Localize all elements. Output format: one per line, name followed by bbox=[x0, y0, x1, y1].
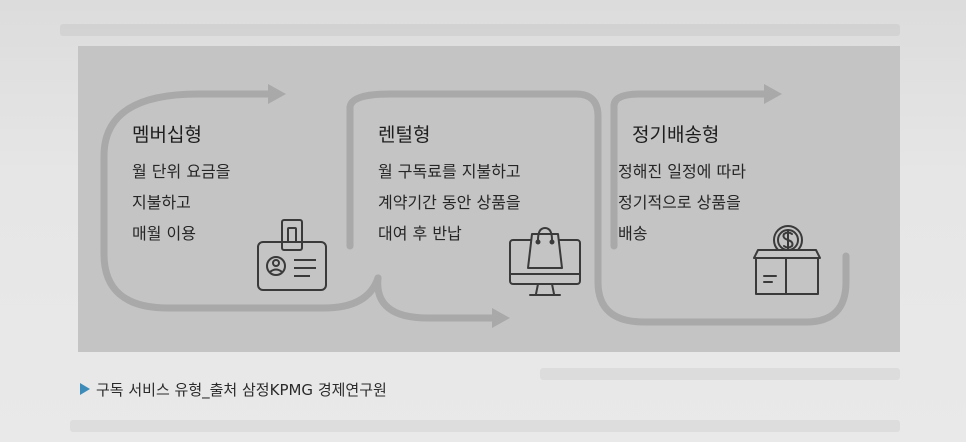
figure-caption: 구독 서비스 유형_출처 삼정KPMG 경제연구원 bbox=[80, 376, 387, 402]
stage-description-line: 월 단위 요금을 bbox=[132, 162, 231, 181]
bleed-through-line bbox=[540, 368, 900, 380]
stage-title: 멤버십형 bbox=[132, 124, 202, 146]
stage-description-line: 매월 이용 bbox=[132, 224, 196, 243]
stage-description-line: 지불하고 bbox=[132, 193, 191, 212]
subscription-types-diagram: 멤버십형 월 단위 요금을 지불하고 매월 이용 렌털형 bbox=[78, 46, 900, 352]
caption-triangle-icon bbox=[80, 383, 90, 395]
box-with-coin-icon bbox=[753, 225, 821, 295]
stage-title: 렌털형 bbox=[378, 124, 431, 146]
stage-rental: 렌털형 월 구독료를 지불하고 계약기간 동안 상품을 대여 후 반납 bbox=[78, 46, 900, 352]
stage-description: 정해진 일정에 따라 정기적으로 상품을 배송 bbox=[618, 156, 746, 249]
stage-description: 월 단위 요금을 지불하고 매월 이용 bbox=[132, 156, 231, 249]
stage-regular-delivery: 정기배송형 정해진 일정에 따라 정기적으로 상품을 배송 bbox=[78, 46, 900, 352]
stage-description: 월 구독료를 지불하고 계약기간 동안 상품을 대여 후 반납 bbox=[378, 156, 521, 249]
stage-description-line: 배송 bbox=[618, 224, 648, 243]
stage-description-line: 정기적으로 상품을 bbox=[618, 193, 741, 212]
stage-description-line: 월 구독료를 지불하고 bbox=[378, 162, 521, 181]
stage-description-line: 정해진 일정에 따라 bbox=[618, 162, 746, 181]
flow-path bbox=[100, 84, 850, 328]
stage-membership: 멤버십형 월 단위 요금을 지불하고 매월 이용 bbox=[78, 46, 900, 352]
stage-description-line: 대여 후 반납 bbox=[378, 224, 462, 243]
bleed-through-line bbox=[60, 24, 900, 36]
stage-description-line: 계약기간 동안 상품을 bbox=[378, 193, 521, 212]
stage-title: 정기배송형 bbox=[632, 124, 720, 146]
shopping-bag-monitor-icon bbox=[509, 227, 581, 296]
caption-text: 구독 서비스 유형_출처 삼정KPMG 경제연구원 bbox=[96, 380, 387, 399]
bleed-through-line bbox=[70, 420, 900, 432]
membership-card-icon bbox=[257, 219, 327, 291]
